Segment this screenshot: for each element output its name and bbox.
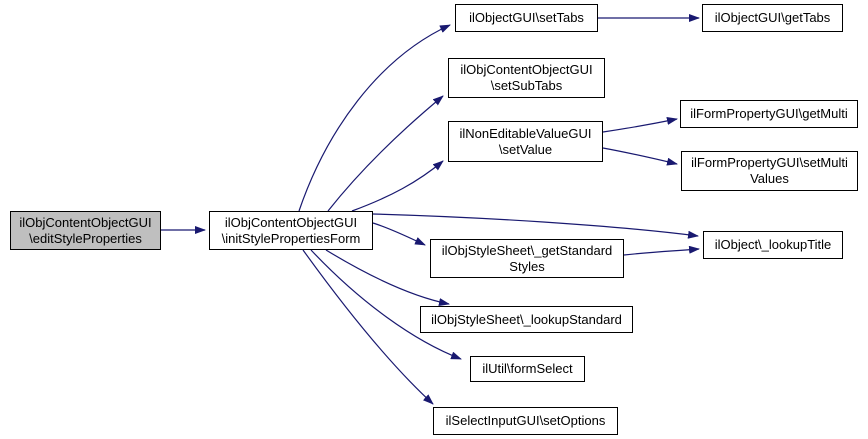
node-setTabs[interactable]: ilObjectGUI\setTabs: [455, 4, 598, 32]
node-label: ilNonEditableValueGUI: [459, 125, 592, 141]
node-label: ilObjContentObjectGUI: [460, 62, 593, 77]
node-label: ilObject\_lookupTitle: [714, 237, 832, 252]
node-label: ilSelectInputGUI\setOptions: [445, 413, 606, 428]
node-formSelect[interactable]: ilUtil\formSelect: [470, 356, 585, 382]
node-label: ilObjStyleSheet\_lookupStandard: [431, 311, 622, 327]
node-label: \editStyleProperties: [29, 230, 142, 246]
edge-initStylePropertiesForm-setOptions: [302, 249, 434, 405]
edge-getStandardStyles-lookupTitle: [623, 245, 700, 256]
node-label: \setSubTabs: [490, 78, 563, 93]
edge-initStylePropertiesForm-setSubTabs: [327, 95, 444, 212]
node-label: ilObjContentObjectGUI: [19, 214, 152, 230]
edge-initStylePropertiesForm-lookupTitle: [372, 213, 699, 239]
node-label: ilFormPropertyGUI\setMulti: [691, 155, 848, 170]
node-initStylePropertiesForm[interactable]: ilObjContentObjectGUI \initStyleProperti…: [209, 211, 373, 250]
edge-initStylePropertiesForm-setTabs: [298, 24, 451, 212]
node-label: Values: [750, 171, 789, 186]
edge-initStylePropertiesForm-setValue: [351, 160, 444, 212]
node-setMultiValues[interactable]: ilFormPropertyGUI\setMulti Values: [681, 151, 858, 191]
node-label: \setValue: [498, 141, 553, 157]
edge-initStylePropertiesForm-formSelect: [310, 249, 462, 360]
node-editStyleProperties[interactable]: ilObjContentObjectGUI \editStyleProperti…: [10, 211, 161, 250]
edge-setValue-getMulti: [602, 117, 678, 133]
node-label: ilObjStyleSheet\_getStandard: [441, 242, 613, 258]
node-getStandardStyles[interactable]: ilObjStyleSheet\_getStandard Styles: [430, 239, 624, 278]
node-label: \initStylePropertiesForm: [221, 230, 361, 246]
node-getTabs[interactable]: ilObjectGUI\getTabs: [702, 4, 843, 32]
edge-initStylePropertiesForm-getStandardStyles: [372, 222, 426, 246]
node-label: ilObjectGUI\setTabs: [469, 10, 584, 25]
node-lookupTitle[interactable]: ilObject\_lookupTitle: [703, 231, 843, 259]
node-setSubTabs[interactable]: ilObjContentObjectGUI \setSubTabs: [448, 58, 605, 98]
node-lookupStandard[interactable]: ilObjStyleSheet\_lookupStandard: [420, 306, 633, 333]
node-label: ilUtil\formSelect: [482, 361, 573, 376]
node-getMulti[interactable]: ilFormPropertyGUI\getMulti: [680, 100, 858, 128]
node-label: Styles: [509, 258, 545, 274]
node-label: ilObjContentObjectGUI: [224, 214, 358, 230]
node-label: ilObjectGUI\getTabs: [714, 10, 831, 25]
edge-initStylePropertiesForm-lookupStandard: [325, 249, 450, 306]
node-setOptions[interactable]: ilSelectInputGUI\setOptions: [433, 407, 618, 435]
node-label: ilFormPropertyGUI\getMulti: [690, 106, 848, 121]
edge-setValue-setMultiValues: [602, 147, 678, 166]
node-setValue[interactable]: ilNonEditableValueGUI \setValue: [448, 121, 603, 162]
